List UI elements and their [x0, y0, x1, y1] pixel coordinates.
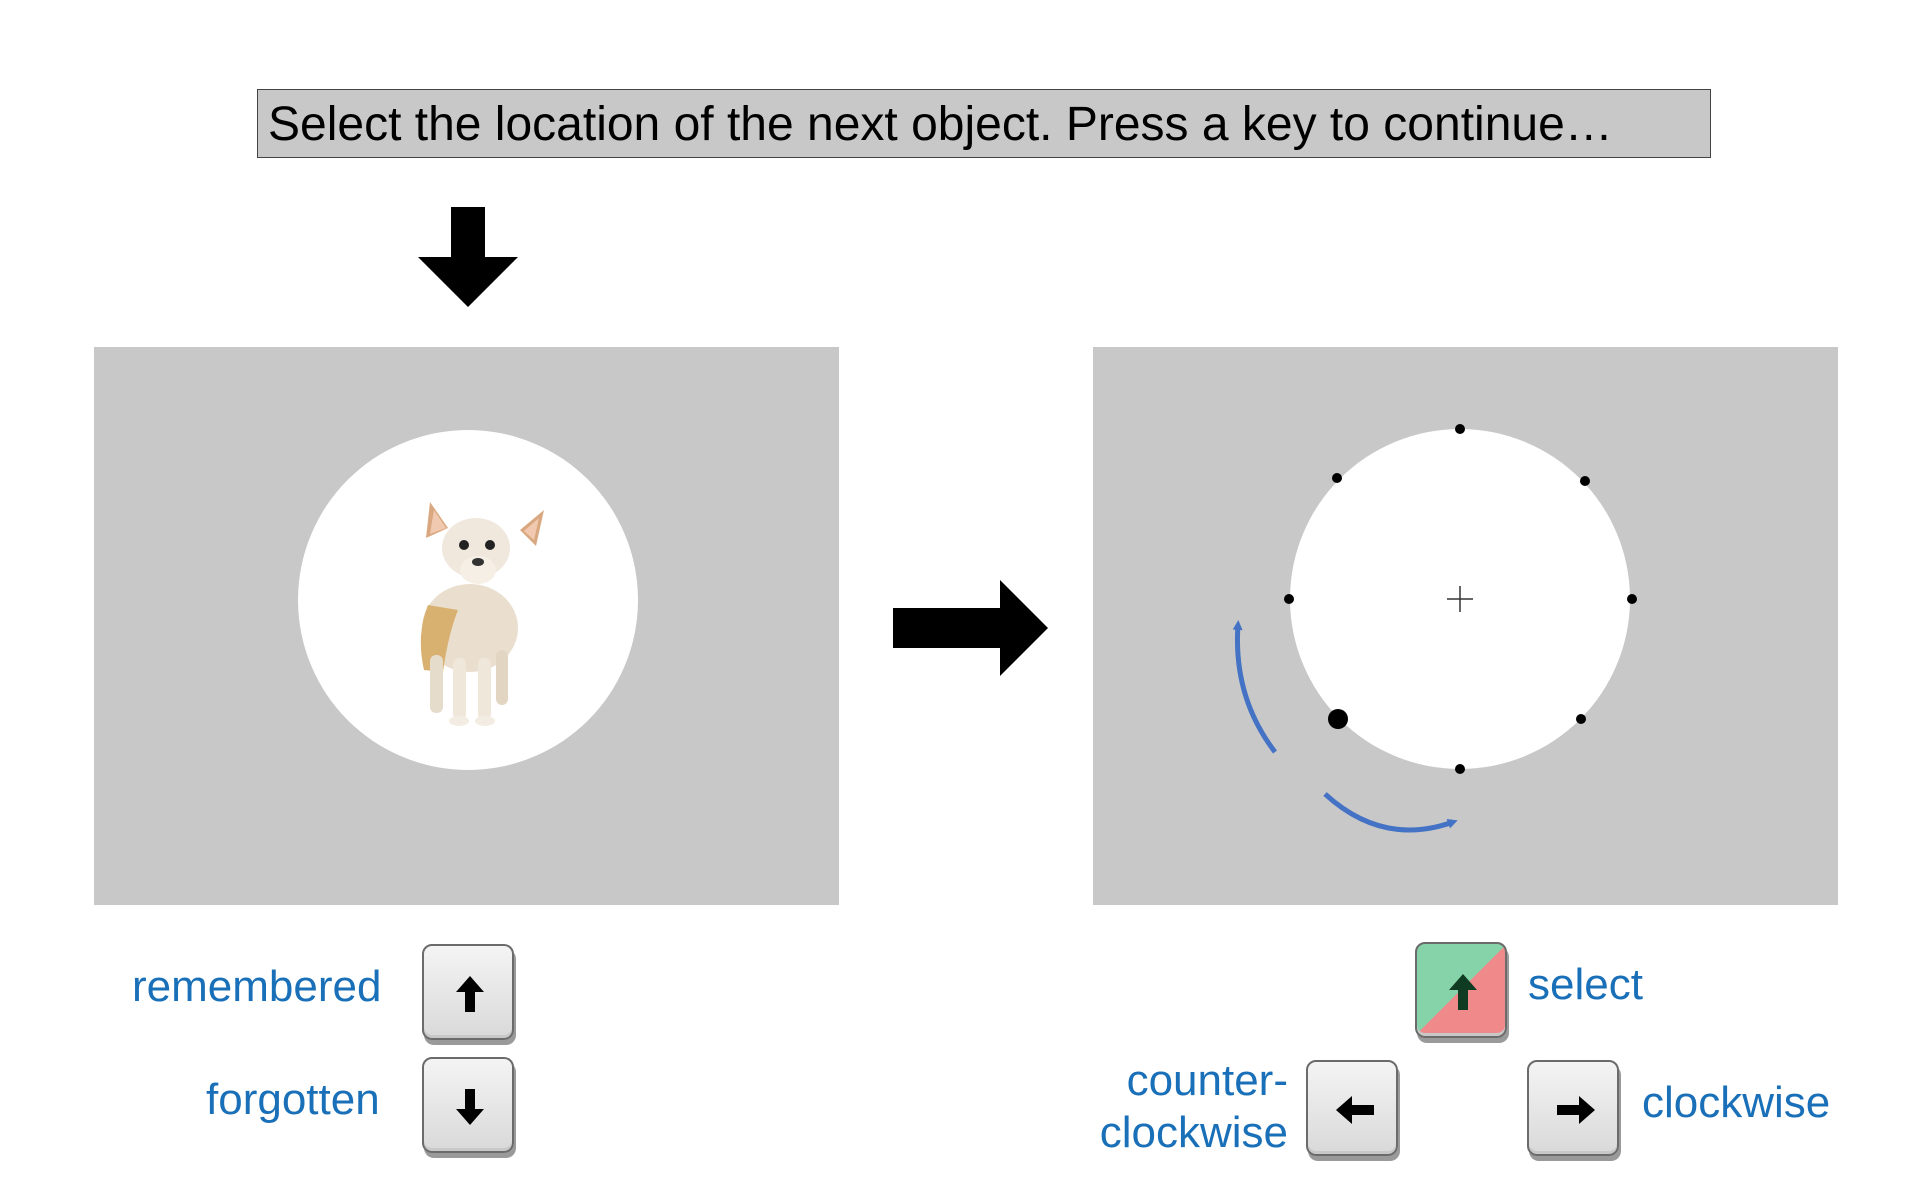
instruction-text: Select the location of the next object. …: [268, 98, 1613, 151]
select-key[interactable]: [1415, 942, 1507, 1038]
up-arrow-icon: [1449, 974, 1477, 1010]
right-arrow-icon: [893, 580, 1048, 676]
clockwise-arrow: [1323, 792, 1458, 833]
selected-location-dot: [1328, 709, 1348, 729]
location-dot: [1455, 764, 1465, 774]
remembered-label: remembered: [132, 962, 382, 1011]
instruction-bar: Select the location of the next object. …: [257, 89, 1711, 158]
location-ring: [1232, 424, 1637, 833]
location-dot: [1580, 476, 1590, 486]
chihuahua-image: [420, 502, 544, 726]
down-arrow-icon: [418, 207, 518, 307]
left-arrow-icon: [1336, 1096, 1374, 1124]
right-arrow-icon: [1557, 1096, 1595, 1124]
select-label: select: [1528, 960, 1643, 1009]
down-key[interactable]: [422, 1057, 514, 1153]
clockwise-label: clockwise: [1642, 1078, 1831, 1127]
down-arrow-icon: [456, 1089, 484, 1125]
up-arrow-icon: [456, 976, 484, 1012]
object-disc: [298, 430, 638, 770]
counterclockwise-label: counter- clockwise: [1099, 1056, 1288, 1157]
location-dot: [1576, 714, 1586, 724]
location-dot: [1332, 473, 1342, 483]
up-key[interactable]: [422, 944, 514, 1040]
study-panel: [94, 347, 839, 905]
forgotten-label: forgotten: [206, 1075, 380, 1124]
location-dot: [1455, 424, 1465, 434]
location-dot: [1627, 594, 1637, 604]
counterclockwise-arrow: [1232, 620, 1277, 754]
right-key[interactable]: [1527, 1060, 1619, 1156]
left-key[interactable]: [1306, 1060, 1398, 1156]
location-dot: [1284, 594, 1294, 604]
test-panel: [1093, 347, 1838, 905]
